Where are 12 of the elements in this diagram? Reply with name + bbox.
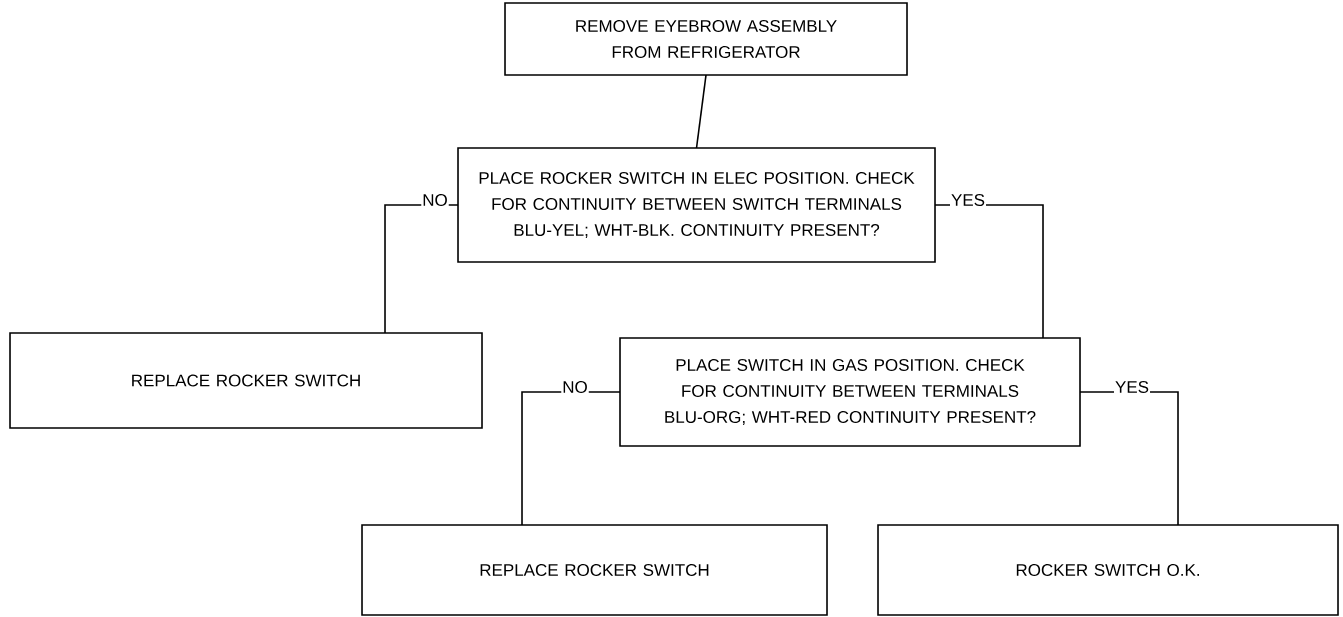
process-box: REMOVE EYEBROW ASSEMBLY FROM REFRIGERATOR [504, 2, 908, 76]
edge-label: YES [1114, 380, 1150, 394]
edge-label: YES [950, 193, 986, 207]
decision-box: PLACE SWITCH IN GAS POSITION. CHECK FOR CONTINUITY BETWEEN TERMINALS BLU-ORG; WHT-RED CONTINUITY PRESENT? [619, 337, 1081, 447]
process-box: REPLACE ROCKER SWITCH [361, 524, 828, 616]
process-box: ROCKER SWITCH O.K. [877, 524, 1339, 616]
edge-label: NO [561, 380, 589, 394]
connector-line [521, 391, 621, 526]
process-box: REPLACE ROCKER SWITCH [9, 332, 483, 429]
decision-box: PLACE ROCKER SWITCH IN ELEC POSITION. CHECK FOR CONTINUITY BETWEEN SWITCH TERMINALS BLU-YEL; WHT-BLK. CONTINUITY PRESENT? [457, 147, 936, 263]
connector-line [695, 74, 707, 149]
edge-label: NO [421, 193, 449, 207]
